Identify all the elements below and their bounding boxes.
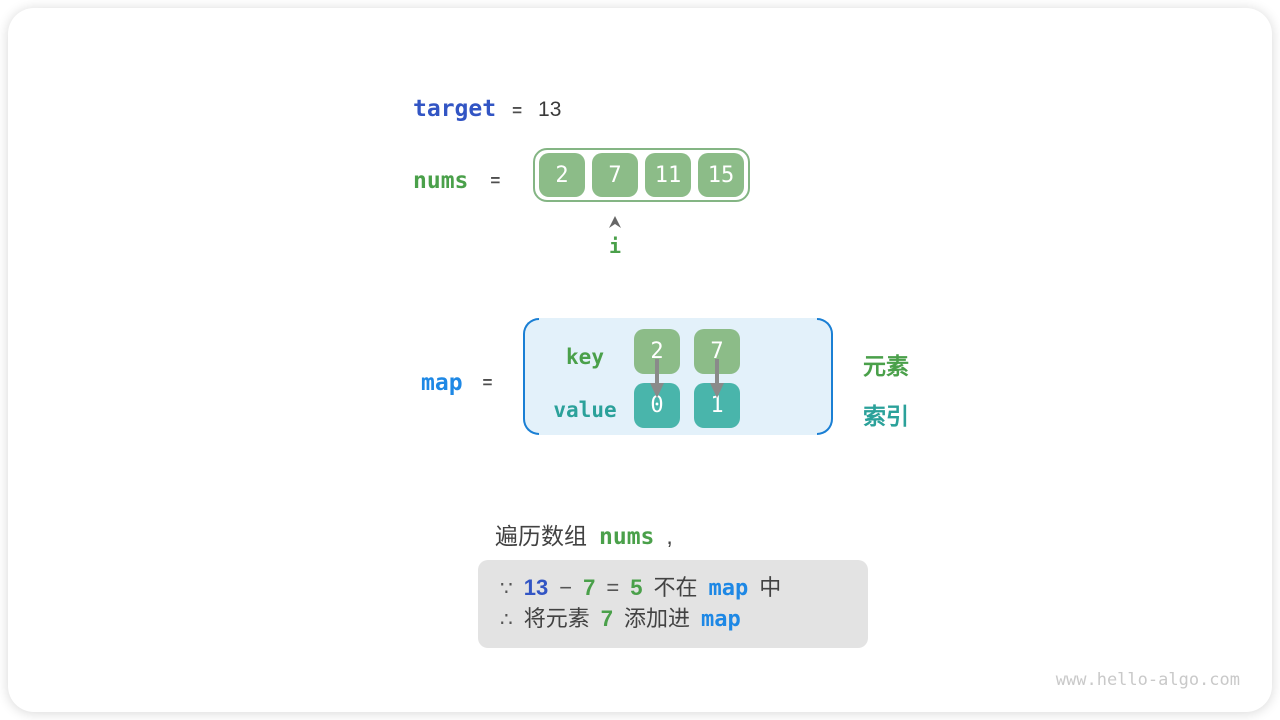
caption-comma: , [666,523,673,549]
note-diff-value: 5 [630,575,643,600]
target-equals-sign: = [512,101,523,120]
note-map-code-1: map [708,576,749,601]
map-key-cell-1: 7 [694,329,740,374]
diagram-card: target = 13 nums = 2 7 11 15 i map = key… [8,8,1272,712]
note-equals-sign: = [606,575,620,600]
map-value-cell-0: 0 [634,383,680,428]
target-row: target = 13 [413,96,561,122]
nums-cell-3: 15 [698,153,744,197]
note-text-add-into: 添加进 [624,606,691,631]
caption-text: 遍历数组 [495,523,587,549]
note-current-value: 7 [583,575,596,600]
note-text-not-in: 不在 [653,575,698,600]
map-right-bracket [817,318,833,435]
minus-sign: − [559,575,573,600]
index-pointer-arrow-icon [609,216,621,228]
index-pointer-label: i [608,234,622,258]
nums-label: nums [413,168,469,194]
target-label: target [413,96,497,122]
nums-cell-2: 11 [645,153,691,197]
note-map-code-2: map [701,607,741,632]
therefore-symbol: ∴ [500,609,513,631]
watermark: www.hello-algo.com [1055,670,1240,690]
nums-label-row: nums = [413,168,500,194]
target-value: 13 [538,98,562,121]
nums-equals-sign: = [490,171,501,190]
note-text-add-element: 将元素 [523,606,590,631]
note-line-2: ∴ 将元素 7 添加进 map [500,604,868,635]
note-box: ∵ 13 − 7 = 5 不在 map 中 ∴ 将元素 7 添加进 map [478,560,868,648]
nums-cell-0: 2 [539,153,585,197]
map-key-cell-0: 2 [634,329,680,374]
note-added-value: 7 [600,606,613,631]
caption-row: 遍历数组 nums , [495,517,673,551]
note-target-value: 13 [523,575,549,600]
note-line-1: ∵ 13 − 7 = 5 不在 map 中 [500,573,868,604]
nums-cell-1: 7 [592,153,638,197]
note-text-in: 中 [759,575,782,600]
map-equals-sign: = [482,373,493,392]
map-value-label: value [553,398,617,422]
map-label: map [421,370,463,396]
map-value-cell-1: 1 [694,383,740,428]
nums-array: 2 7 11 15 [533,148,750,202]
map-key-label: key [566,345,604,369]
legend-element-label: 元素 [863,353,909,379]
caption-nums-code: nums [599,524,655,550]
legend-index-label: 索引 [863,403,909,429]
map-label-row: map = [421,370,492,396]
because-symbol: ∵ [500,578,513,600]
